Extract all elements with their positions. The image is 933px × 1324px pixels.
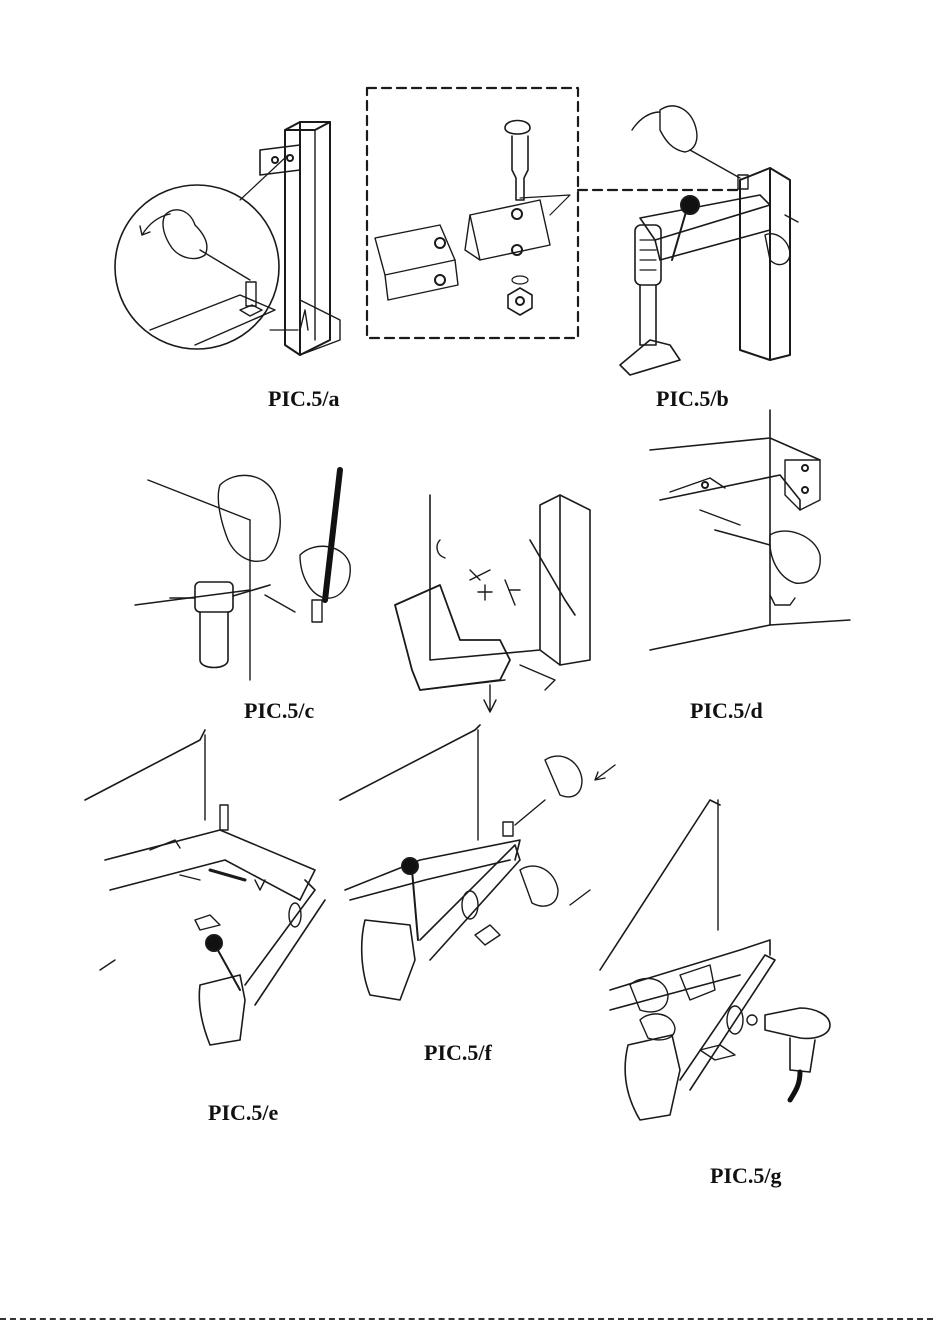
figure-5f — [340, 725, 615, 1000]
figure-5d — [650, 410, 850, 650]
figure-5g — [600, 800, 830, 1120]
caption-pic-5d: PIC.5/d — [690, 698, 763, 724]
figure-5a — [115, 122, 340, 355]
footer-divider — [0, 1318, 933, 1320]
figure-5e — [85, 730, 325, 1045]
figure-5c — [135, 470, 350, 680]
figure-5b — [620, 106, 798, 375]
caption-pic-5g: PIC.5/g — [710, 1163, 782, 1189]
caption-pic-5a: PIC.5/a — [268, 386, 340, 412]
caption-pic-5b: PIC.5/b — [656, 386, 729, 412]
caption-pic-5f: PIC.5/f — [424, 1040, 492, 1066]
caption-pic-5c: PIC.5/c — [244, 698, 314, 724]
caption-pic-5e: PIC.5/e — [208, 1100, 278, 1126]
figure-5c-pedal — [395, 495, 590, 712]
